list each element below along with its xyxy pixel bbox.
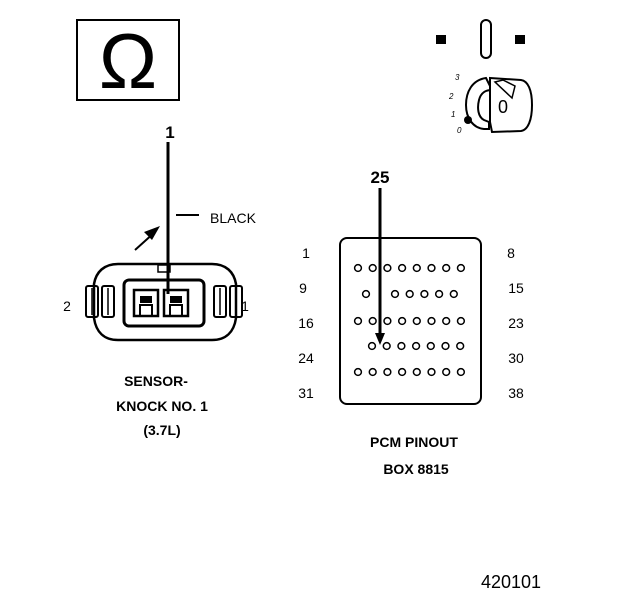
sensor-pin-label-left: 2 [63, 298, 71, 314]
pcm-pin-cavity [427, 263, 436, 273]
pcm-pin-cavity [434, 289, 444, 299]
row-start-label: 9 [299, 280, 307, 296]
sensor-lead-arrow [134, 226, 160, 251]
pcm-pin-cavity [411, 341, 421, 351]
sensor-pin-label-right: 1 [241, 298, 249, 314]
pcm-pin-cavity [397, 367, 407, 377]
pcm-pin-cavity [397, 263, 407, 273]
pcm-pin-cavity [353, 367, 363, 377]
ignition-key-icon: 0 [464, 76, 534, 134]
pcm-pin-cavity [412, 263, 421, 273]
row-end-label: 30 [508, 350, 524, 366]
pcm-pin-cavity [442, 263, 451, 273]
connector-latch [157, 264, 171, 273]
pcm-pin-cavity [368, 367, 377, 377]
ignition-position-labels: 3 2 1 0 [448, 73, 462, 135]
knock-sensor-connector: 1 BLACK 2 1 SENSOR- KNOCK NO. 1 (3.7L) [63, 123, 256, 438]
pcm-connector-outline [339, 237, 482, 405]
pcm-pin-cavity [456, 367, 466, 377]
svg-text:1: 1 [451, 110, 455, 119]
row-end-label: 15 [508, 280, 524, 296]
pcm-pin-cavity [397, 341, 406, 351]
pcm-pin-cavity [397, 316, 407, 326]
pcm-pin-cavity [426, 341, 435, 351]
row-end-label: 8 [507, 245, 515, 261]
pcm-title-line2: BOX 8815 [383, 461, 449, 477]
svg-text:0: 0 [457, 126, 462, 135]
pcm-pin-cavity [412, 367, 421, 377]
sensor-title-line1: SENSOR- [124, 373, 188, 389]
svg-text:3: 3 [455, 73, 460, 82]
pcm-pin-cavity [383, 316, 392, 326]
pcm-pin-cavity [367, 341, 377, 351]
sensor-callout-label: 1 [165, 123, 174, 142]
pcm-pin-cavity [383, 263, 392, 273]
row-start-label: 1 [302, 245, 310, 261]
pcm-pinout: 25 1 9 16 24 31 8 15 23 30 38 PCM PINOUT… [298, 168, 524, 477]
pcm-pin-cavity [449, 289, 458, 299]
pcm-pin-cavity [361, 289, 371, 299]
connector-inner-shroud [122, 278, 206, 328]
pcm-pin-cavity [456, 341, 465, 351]
pcm-pin-cavity [368, 263, 377, 273]
pcm-pin-cavity [383, 367, 392, 377]
terminal-cavity-2 [132, 288, 160, 318]
pcm-pin-cavity [368, 316, 377, 326]
pcm-pin-cavity [382, 341, 391, 351]
pcm-pin-cavity [412, 316, 421, 326]
key-position-label: 0 [498, 97, 508, 117]
ohm-symbol: Ω [99, 17, 157, 105]
sensor-title-line2: KNOCK NO. 1 [116, 398, 208, 414]
pcm-pin-cavity [390, 289, 400, 299]
pcm-pin-cavity [456, 263, 466, 273]
pcm-pin-cavity [353, 316, 363, 326]
pcm-pin-cavity [456, 316, 466, 326]
row-start-label: 24 [298, 350, 314, 366]
wire-color-label: BLACK [210, 210, 257, 226]
pcm-title-line1: PCM PINOUT [370, 434, 458, 450]
pcm-pin-cavity [420, 289, 429, 299]
pcm-pin-cavity [427, 316, 436, 326]
pcm-pin-cavity [442, 316, 451, 326]
pcm-row-end-labels: 8 15 23 30 38 [507, 245, 524, 401]
pcm-pin-cavity [442, 367, 451, 377]
figure-number: 420101 [481, 572, 541, 592]
row-end-label: 23 [508, 315, 524, 331]
row-end-label: 38 [508, 385, 524, 401]
pcm-row-start-labels: 1 9 16 24 31 [298, 245, 314, 401]
pcm-pin-grid [353, 263, 466, 377]
pcm-callout-label: 25 [371, 168, 390, 187]
ignition-switch-icon: 3 2 1 0 0 [436, 19, 534, 135]
pcm-pin-cavity [353, 263, 363, 273]
row-start-label: 31 [298, 385, 314, 401]
pcm-pin-cavity [405, 289, 414, 299]
terminal-cavity-1 [162, 288, 190, 318]
ohmmeter-icon: Ω [76, 17, 180, 105]
pcm-callout-arrowhead [375, 333, 385, 345]
row-start-label: 16 [298, 315, 314, 331]
sensor-title-line3: (3.7L) [143, 422, 180, 438]
pcm-pin-cavity [427, 367, 436, 377]
pcm-pin-cavity [441, 341, 450, 351]
svg-text:2: 2 [448, 92, 454, 101]
connector-body [92, 262, 238, 342]
